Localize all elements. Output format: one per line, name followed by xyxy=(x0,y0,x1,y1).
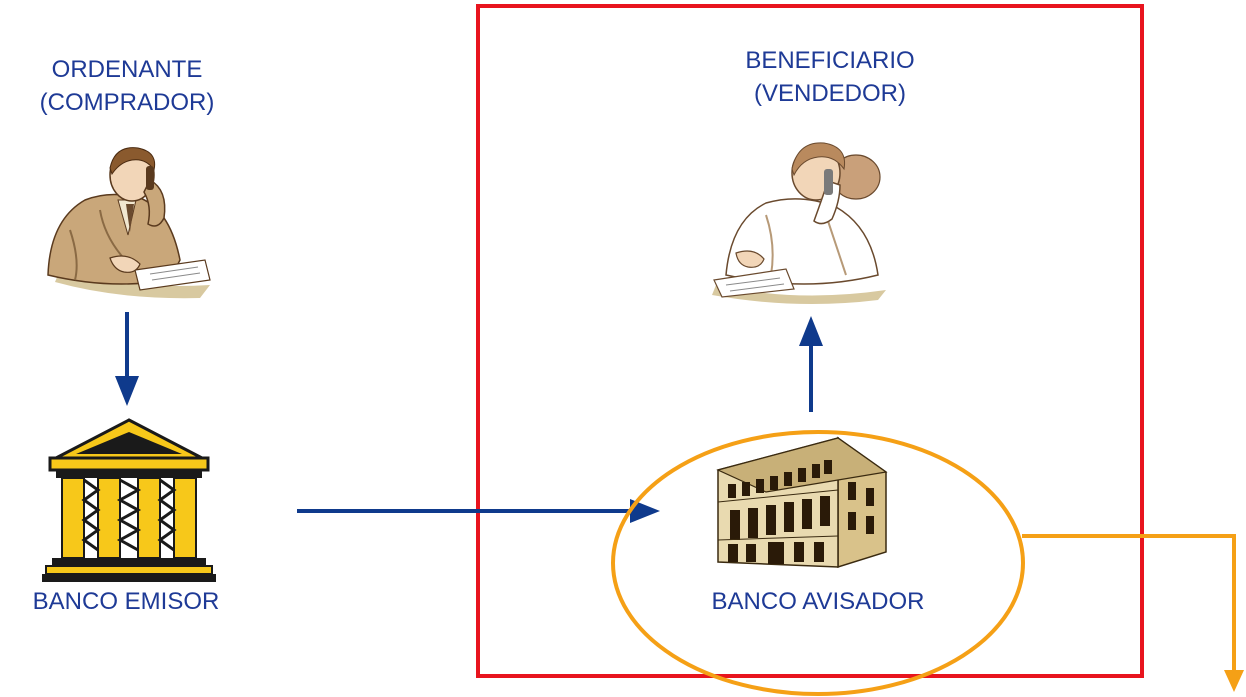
beneficiary-side-frame xyxy=(476,4,1144,678)
arrow-banco-emisor-to-banco-avisador xyxy=(297,499,660,523)
ordenante-subtitle: (COMPRADOR) xyxy=(39,88,215,116)
banco-avisador-label: BANCO AVISADOR xyxy=(711,588,925,615)
beneficiario-label: BENEFICIARIO (VENDEDOR) xyxy=(710,45,950,110)
bank-office-building-icon xyxy=(716,436,888,569)
arrow-banco-avisador-off-page xyxy=(1022,534,1244,692)
ordenante-title: ORDENANTE xyxy=(51,56,203,83)
classical-bank-building-icon xyxy=(42,418,216,582)
beneficiario-title: BENEFICIARIO xyxy=(745,47,915,74)
businessman-on-phone-writing-icon xyxy=(47,147,211,299)
beneficiario-subtitle: (VENDEDOR) xyxy=(753,79,906,107)
arrow-banco-avisador-to-beneficiario xyxy=(799,316,823,412)
arrow-ordenante-to-banco-emisor xyxy=(115,312,139,406)
banco-emisor-label: BANCO EMISOR xyxy=(32,588,220,615)
ordenante-label: ORDENANTE (COMPRADOR) xyxy=(20,54,234,119)
businesswoman-on-phone-writing-icon xyxy=(712,142,886,304)
banco-avisador-highlight xyxy=(611,430,1025,696)
